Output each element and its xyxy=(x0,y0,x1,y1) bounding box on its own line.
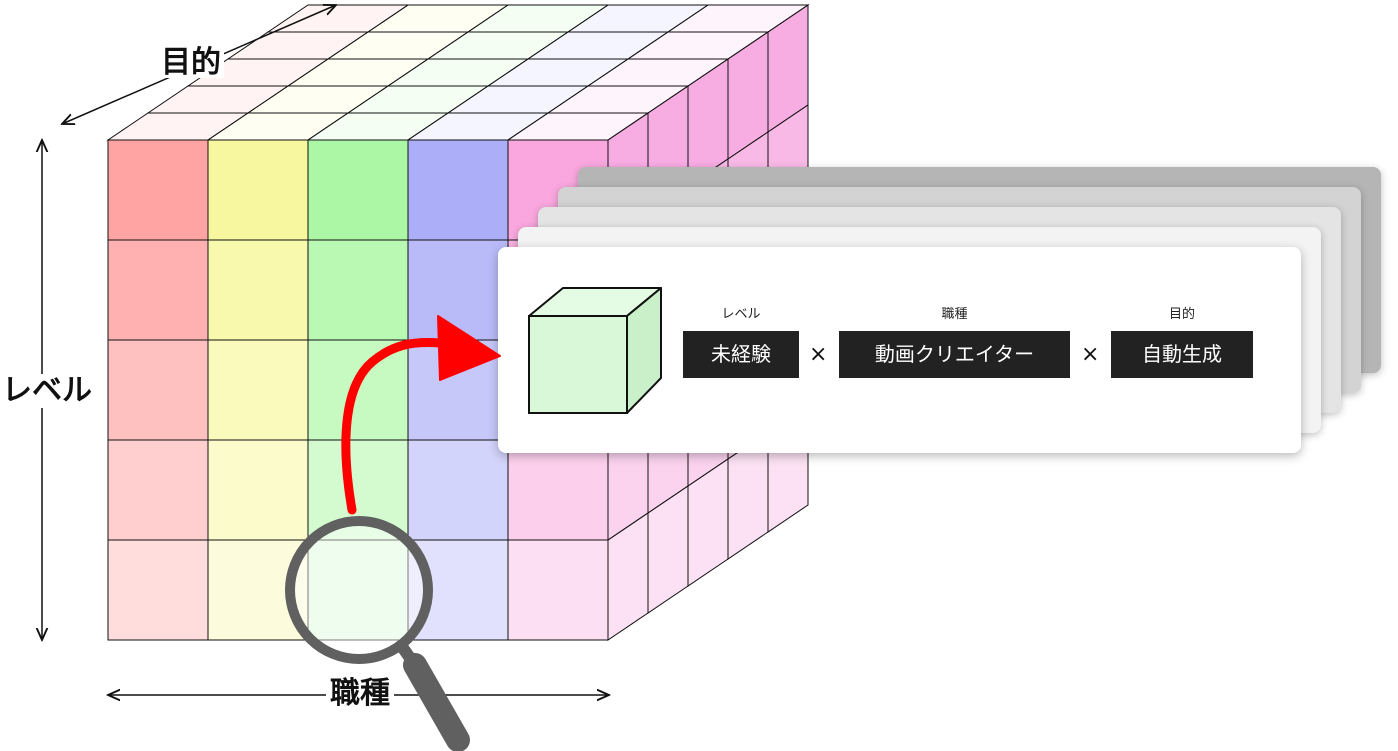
grid-cell xyxy=(307,139,409,241)
grid-cell xyxy=(407,239,509,341)
grid-cell xyxy=(207,239,309,341)
field-job-value: 動画クリエイター xyxy=(839,331,1070,378)
grid-cell xyxy=(507,439,609,541)
top-cell xyxy=(666,4,810,33)
field-level-label: レベル xyxy=(721,307,761,322)
field-purpose: 目的 自動生成 xyxy=(1111,306,1253,378)
axis-label-level: レベル xyxy=(2,373,92,408)
grid-cell xyxy=(107,139,209,241)
field-job: 職種 動画クリエイター xyxy=(839,306,1070,378)
grid-cell xyxy=(307,539,409,641)
grid-cell xyxy=(207,339,309,441)
field-purpose-value: 自動生成 xyxy=(1111,331,1253,378)
field-level: レベル 未経験 xyxy=(683,306,799,378)
grid-cell xyxy=(407,139,509,241)
field-purpose-label: 目的 xyxy=(1168,307,1195,322)
grid-cell xyxy=(107,239,209,341)
grid-cell xyxy=(207,139,309,241)
grid-cell xyxy=(107,539,209,641)
grid-cell xyxy=(407,539,509,641)
grid-cell xyxy=(107,439,209,541)
grid-cell xyxy=(107,339,209,441)
cube-icon xyxy=(528,287,662,414)
grid-cell xyxy=(307,439,409,541)
grid-cell xyxy=(407,339,509,441)
grid-cell xyxy=(207,439,309,541)
axis-label-purpose: 目的 xyxy=(158,48,224,78)
result-card: レベル 未経験 × 職種 動画クリエイター × 目的 自動生成 xyxy=(498,247,1301,453)
field-job-label: 職種 xyxy=(941,307,968,322)
grid-cell xyxy=(407,439,509,541)
axis-label-job: 職種 xyxy=(326,679,394,709)
grid-cell xyxy=(307,339,409,441)
grid-cell xyxy=(207,539,309,641)
field-level-value: 未経験 xyxy=(683,331,799,378)
grid-cell xyxy=(307,239,409,341)
grid-cell xyxy=(507,539,609,641)
times-separator: × xyxy=(809,342,828,367)
times-separator: × xyxy=(1081,342,1100,367)
